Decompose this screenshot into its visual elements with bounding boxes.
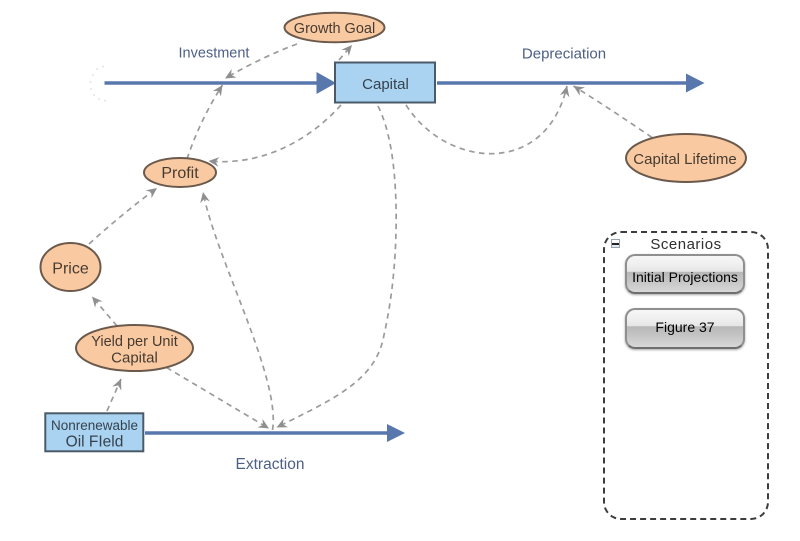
- svg-text:Capital Lifetime: Capital Lifetime: [633, 151, 736, 168]
- svg-text:Investment: Investment: [179, 46, 250, 62]
- svg-text:Oil FIeld: Oil FIeld: [66, 434, 124, 451]
- svg-text:Price: Price: [52, 261, 89, 278]
- svg-text:Depreciation: Depreciation: [522, 46, 606, 63]
- svg-text:Capital: Capital: [111, 350, 158, 367]
- svg-text:Capital: Capital: [362, 76, 409, 93]
- svg-text:Growth Goal: Growth Goal: [294, 21, 375, 37]
- svg-text:Nonrenewable: Nonrenewable: [51, 418, 138, 433]
- svg-text:Extraction: Extraction: [236, 456, 305, 473]
- svg-text:Yield per Unit: Yield per Unit: [91, 334, 178, 350]
- svg-text:Profit: Profit: [161, 165, 199, 182]
